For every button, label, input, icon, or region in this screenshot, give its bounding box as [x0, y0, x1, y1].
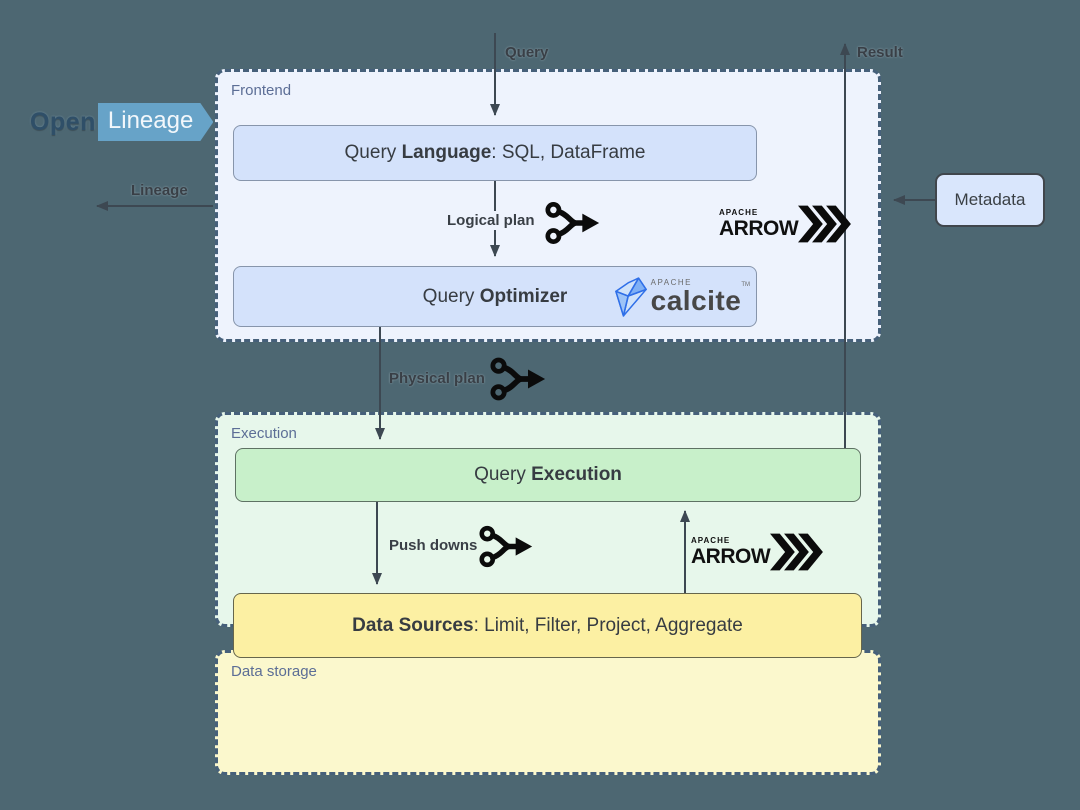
arrow-chevrons-icon [770, 533, 824, 571]
metadata-node: Metadata [935, 173, 1045, 227]
arrow-wordmark: APACHE ARROW [719, 208, 799, 240]
apache-arrow-logo-frontend: APACHE ARROW [719, 205, 852, 243]
push-downs-edge-label: Push downs [389, 537, 478, 554]
lineage-edge-label: Lineage [131, 182, 188, 199]
openlineage-open-label: Open [30, 107, 96, 136]
apache-calcite-logo: APACHE calcite TM [614, 276, 750, 318]
apache-arrow-logo-execution: APACHE ARROW [691, 532, 824, 572]
arrow-wordmark: APACHE ARROW [691, 536, 771, 568]
result-edge-label: Result [857, 44, 903, 61]
query-execution-label: Query Execution [474, 464, 622, 485]
calcite-trademark: TM [741, 281, 750, 288]
calcite-gem-icon [614, 276, 647, 317]
arrow-apache-label: APACHE [719, 208, 759, 217]
calcite-name-label: calcite [650, 284, 742, 316]
logical-plan-edge-label: Logical plan [443, 211, 539, 230]
arrow-chevrons-icon [798, 205, 852, 243]
data-storage-zone-label: Data storage [231, 663, 317, 680]
data-sources-label: Data Sources: Limit, Filter, Project, Ag… [352, 614, 743, 636]
substrait-fork-icon-logical [545, 202, 600, 244]
physical-plan-edge-label: Physical plan [389, 370, 485, 387]
data-sources-node: Data Sources: Limit, Filter, Project, Ag… [233, 593, 862, 658]
execution-zone-label: Execution [231, 425, 297, 442]
query-optimizer-label: Query Optimizer [422, 285, 568, 307]
metadata-label: Metadata [954, 190, 1026, 209]
openlineage-banner: Lineage [98, 103, 213, 141]
openlineage-lineage-label: Lineage [107, 107, 194, 134]
arrow-name-label: ARROW [691, 545, 771, 568]
query-language-node: Query Language: SQL, DataFrame [233, 125, 757, 181]
query-language-label: Query Language: SQL, DataFrame [344, 142, 646, 163]
frontend-zone-label: Frontend [231, 82, 292, 99]
substrait-fork-icon-pushdowns [479, 525, 533, 568]
arrow-apache-label: APACHE [691, 536, 731, 545]
query-optimizer-node: Query Optimizer APACHE calcite TM [233, 266, 757, 327]
query-execution-node: Query Execution [235, 448, 861, 502]
data-storage-zone: Data storage [215, 650, 881, 775]
openlineage-logo: Open Lineage [30, 103, 213, 141]
substrait-fork-icon-physical [490, 357, 546, 401]
query-edge-label: Query [505, 44, 549, 61]
execution-zone: Execution [215, 412, 881, 627]
calcite-apache-label: APACHE [650, 277, 692, 287]
calcite-wordmark: APACHE calcite [650, 277, 742, 316]
arrow-name-label: ARROW [719, 217, 799, 240]
